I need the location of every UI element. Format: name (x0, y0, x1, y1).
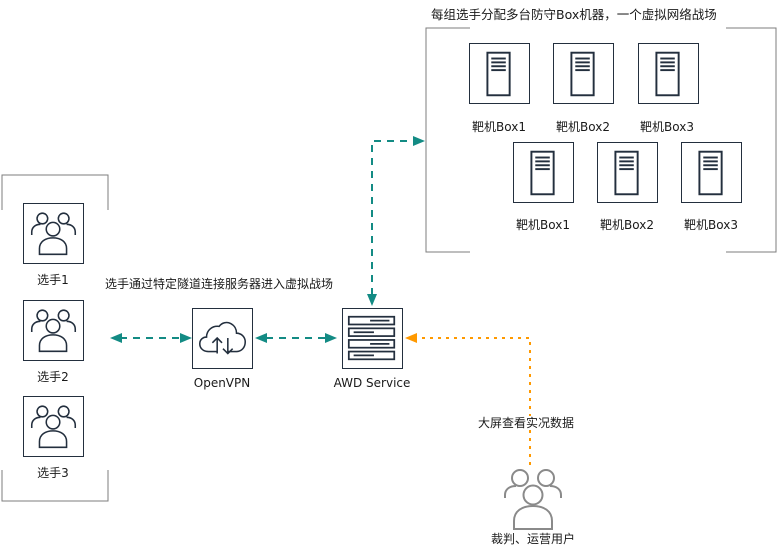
arrowhead-left (255, 333, 267, 343)
target-box-label: 靶机Box3 (640, 120, 694, 134)
target-box-node[interactable] (553, 43, 614, 104)
player-label: 选手1 (37, 273, 69, 287)
arrowhead-down (367, 294, 377, 306)
openvpn-node[interactable] (192, 308, 253, 369)
server-icon (698, 150, 723, 196)
arrowhead-left (110, 333, 122, 343)
target-box-label: 靶机Box3 (684, 218, 738, 232)
player-label: 选手3 (37, 466, 69, 480)
arrowhead-right (180, 333, 192, 343)
server-icon (570, 51, 595, 97)
referee-awd-connector (416, 337, 531, 465)
target-box-node[interactable] (681, 142, 742, 203)
player-label: 选手2 (37, 370, 69, 384)
target-box-label: 靶机Box2 (556, 120, 610, 134)
server-icon (614, 150, 639, 196)
box-group-border (425, 27, 777, 253)
player-node[interactable] (23, 203, 84, 264)
player-group-border (1, 174, 109, 502)
target-box-node[interactable] (638, 43, 699, 104)
openvpn-label: OpenVPN (193, 376, 251, 390)
users-icon (30, 405, 77, 449)
server-icon (486, 51, 511, 97)
target-box-node[interactable] (513, 142, 574, 203)
server-icon (530, 150, 555, 196)
player-node[interactable] (23, 300, 84, 361)
server-icon (655, 51, 680, 97)
target-box-label: 靶机Box1 (516, 218, 570, 232)
arrowhead-right (413, 136, 425, 146)
cloud-sync-icon (198, 321, 247, 355)
users-icon (30, 212, 77, 256)
users-icon (30, 309, 77, 353)
screen-note: 大屏查看实况数据 (477, 416, 576, 430)
target-box-label: 靶机Box1 (472, 120, 526, 134)
arrowhead-left (405, 333, 417, 343)
player-node[interactable] (23, 396, 84, 457)
awd-service-node[interactable] (342, 308, 403, 369)
referee-node[interactable] (498, 465, 568, 533)
target-box-label: 靶机Box2 (600, 218, 654, 232)
server-rack-icon (347, 315, 396, 361)
target-box-node[interactable] (597, 142, 658, 203)
target-box-node[interactable] (469, 43, 530, 104)
referee-label: 裁判、运营用户 (490, 532, 575, 546)
box-group-title: 每组选手分配多台防守Box机器，一个虚拟网络战场 (431, 7, 717, 22)
tunnel-note: 选手通过特定隧道连接服务器进入虚拟战场 (105, 277, 334, 291)
users-icon (504, 469, 562, 530)
awd-service-label: AWD Service (333, 376, 411, 390)
awd-boxgroup-connector (371, 140, 414, 295)
arrowhead-right (325, 333, 337, 343)
